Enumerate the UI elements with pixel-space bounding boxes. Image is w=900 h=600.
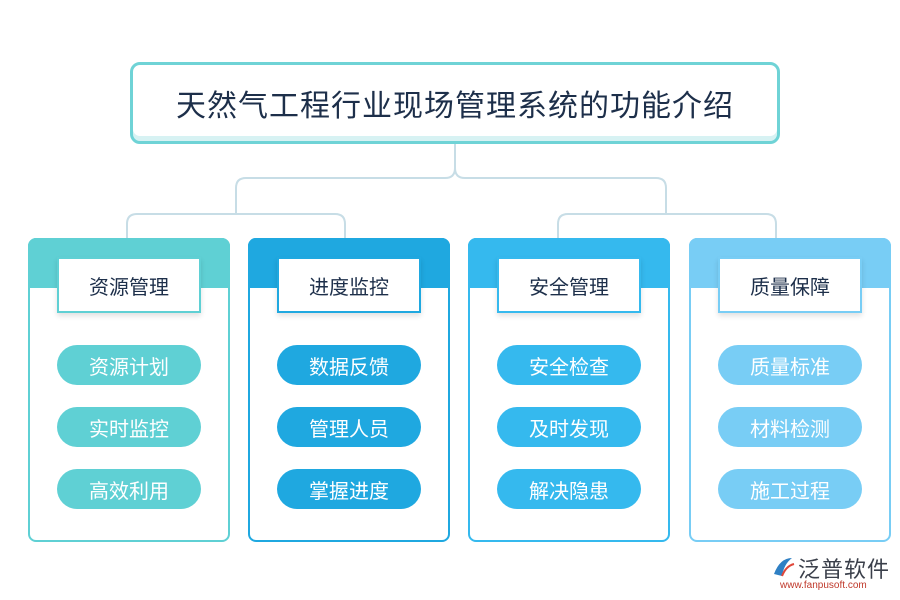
category-label: 资源管理 <box>57 257 201 313</box>
feature-pill: 掌握进度 <box>277 469 421 509</box>
brand-logo: 泛普软件 www.fanpusoft.com <box>770 552 892 596</box>
feature-pill: 高效利用 <box>57 469 201 509</box>
diagram-title: 天然气工程行业现场管理系统的功能介绍 <box>176 89 734 124</box>
feature-pill: 资源计划 <box>57 345 201 385</box>
category-label: 进度监控 <box>277 257 421 313</box>
category-label: 质量保障 <box>718 257 862 313</box>
feature-pill: 安全检查 <box>497 345 641 385</box>
category-card: 安全管理安全检查及时发现解决隐患 <box>468 238 670 542</box>
category-card: 质量保障质量标准材料检测施工过程 <box>689 238 891 542</box>
feature-pill: 管理人员 <box>277 407 421 447</box>
feature-pill: 施工过程 <box>718 469 862 509</box>
category-label: 安全管理 <box>497 257 641 313</box>
fanpu-logo-icon <box>774 558 795 577</box>
feature-pill: 及时发现 <box>497 407 641 447</box>
logo-name: 泛普软件 <box>798 558 891 583</box>
feature-pill: 材料检测 <box>718 407 862 447</box>
category-card: 资源管理资源计划实时监控高效利用 <box>28 238 230 542</box>
feature-pill: 实时监控 <box>57 407 201 447</box>
feature-pill: 数据反馈 <box>277 345 421 385</box>
category-card: 进度监控数据反馈管理人员掌握进度 <box>248 238 450 542</box>
title-box: 天然气工程行业现场管理系统的功能介绍 <box>130 62 780 144</box>
logo-url: www.fanpusoft.com <box>780 580 867 591</box>
feature-pill: 解决隐患 <box>497 469 641 509</box>
feature-pill: 质量标准 <box>718 345 862 385</box>
